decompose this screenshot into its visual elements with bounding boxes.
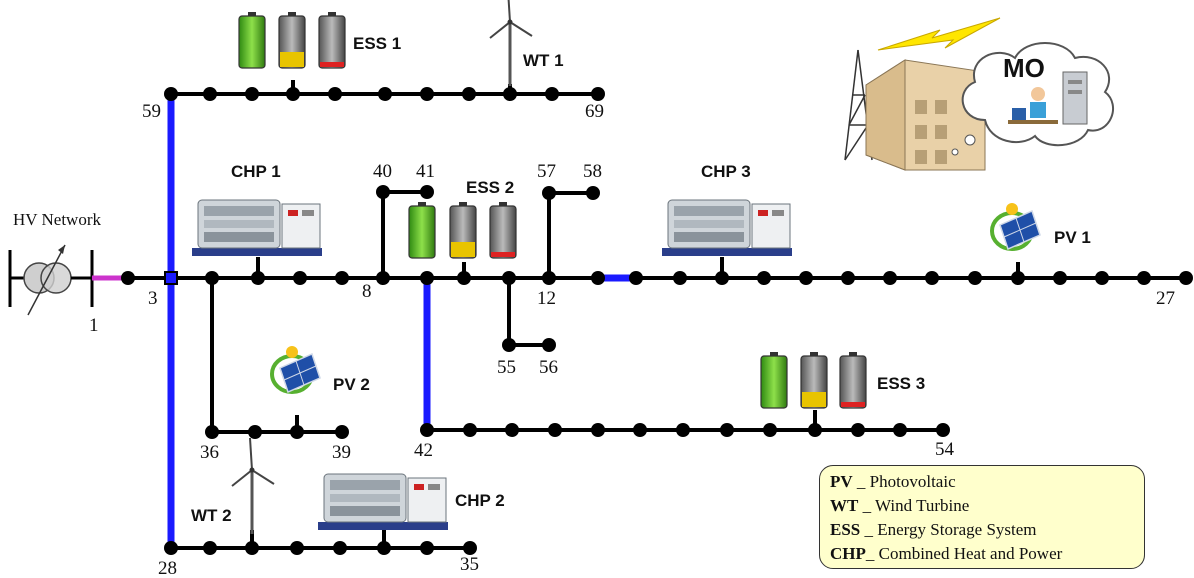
legend-row: CHP_ Combined Heat and Power bbox=[830, 542, 1134, 566]
bus-label-8: 8 bbox=[362, 281, 372, 302]
wt-1-label: WT 1 bbox=[523, 51, 564, 70]
bus-label-54: 54 bbox=[935, 439, 955, 460]
hv-transformer bbox=[8, 244, 94, 316]
ess-1-label: ESS 1 bbox=[353, 34, 401, 53]
chp-3-icon bbox=[661, 199, 793, 257]
legend-abbr: WT bbox=[830, 496, 859, 515]
bus-label-55: 55 bbox=[497, 357, 516, 378]
bus-label-59: 59 bbox=[142, 101, 161, 122]
legend-row: ESS _ Energy Storage System bbox=[830, 518, 1134, 542]
wind-turbine-1-icon bbox=[488, 0, 534, 88]
bus-label-40: 40 bbox=[373, 161, 392, 182]
bus-label-36: 36 bbox=[200, 442, 219, 463]
bus-label-1: 1 bbox=[89, 315, 99, 336]
legend-text: Energy Storage System bbox=[877, 520, 1037, 539]
wind-turbine-2-icon bbox=[230, 436, 276, 536]
legend-abbr: CHP bbox=[830, 544, 866, 563]
bus-label-27: 27 bbox=[1156, 288, 1175, 309]
legend-abbr: PV bbox=[830, 472, 853, 491]
bus-nodes bbox=[121, 87, 1193, 555]
chp-1-label: CHP 1 bbox=[231, 162, 281, 181]
bus-label-41: 41 bbox=[416, 161, 435, 182]
building-icon bbox=[865, 59, 986, 171]
wt-2-label: WT 2 bbox=[191, 506, 232, 525]
chp-2-label: CHP 2 bbox=[455, 491, 505, 510]
legend-text: Wind Turbine bbox=[875, 496, 970, 515]
chp-2-icon bbox=[317, 473, 449, 531]
pv-1-icon bbox=[990, 201, 1042, 251]
bus-label-35: 35 bbox=[460, 554, 479, 575]
legend-separator: _ bbox=[860, 520, 878, 539]
lightning-signal-icon bbox=[877, 17, 1001, 51]
bus-label-3: 3 bbox=[148, 288, 158, 309]
legend-separator: _ bbox=[852, 472, 870, 491]
legend-separator: _ bbox=[858, 496, 876, 515]
ess-3-batteries bbox=[760, 351, 867, 409]
legend-text: Combined Heat and Power bbox=[878, 544, 1063, 563]
legend-row: WT _ Wind Turbine bbox=[830, 494, 1134, 518]
mo-label: MO bbox=[1003, 53, 1045, 83]
chp-3-label: CHP 3 bbox=[701, 162, 751, 181]
hv-network-label: HV Network bbox=[13, 210, 101, 229]
pv-2-icon bbox=[270, 344, 322, 394]
ess-3-label: ESS 3 bbox=[877, 374, 925, 393]
bus-label-58: 58 bbox=[583, 161, 602, 182]
bus-label-56: 56 bbox=[539, 357, 558, 378]
operator-workstation-icon bbox=[1008, 71, 1088, 125]
pv-1-label: PV 1 bbox=[1054, 228, 1091, 247]
legend-abbr: ESS bbox=[830, 520, 861, 539]
bus-label-12: 12 bbox=[537, 288, 556, 309]
ess-1-batteries bbox=[238, 11, 346, 69]
bus-label-39: 39 bbox=[332, 442, 351, 463]
ess-2-label: ESS 2 bbox=[466, 178, 514, 197]
legend-separator: _ bbox=[865, 544, 879, 563]
legend-text: Photovoltaic bbox=[869, 472, 956, 491]
legend: PV _ Photovoltaic WT _ Wind Turbine ESS … bbox=[819, 465, 1145, 569]
bus-label-42: 42 bbox=[414, 440, 433, 461]
legend-row: PV _ Photovoltaic bbox=[830, 470, 1134, 494]
ess-2-batteries bbox=[408, 201, 517, 259]
pv-2-label: PV 2 bbox=[333, 375, 370, 394]
bus-label-69: 69 bbox=[585, 101, 604, 122]
bus-label-57: 57 bbox=[537, 161, 556, 182]
bus-label-28: 28 bbox=[158, 558, 177, 578]
chp-1-icon bbox=[191, 199, 323, 257]
